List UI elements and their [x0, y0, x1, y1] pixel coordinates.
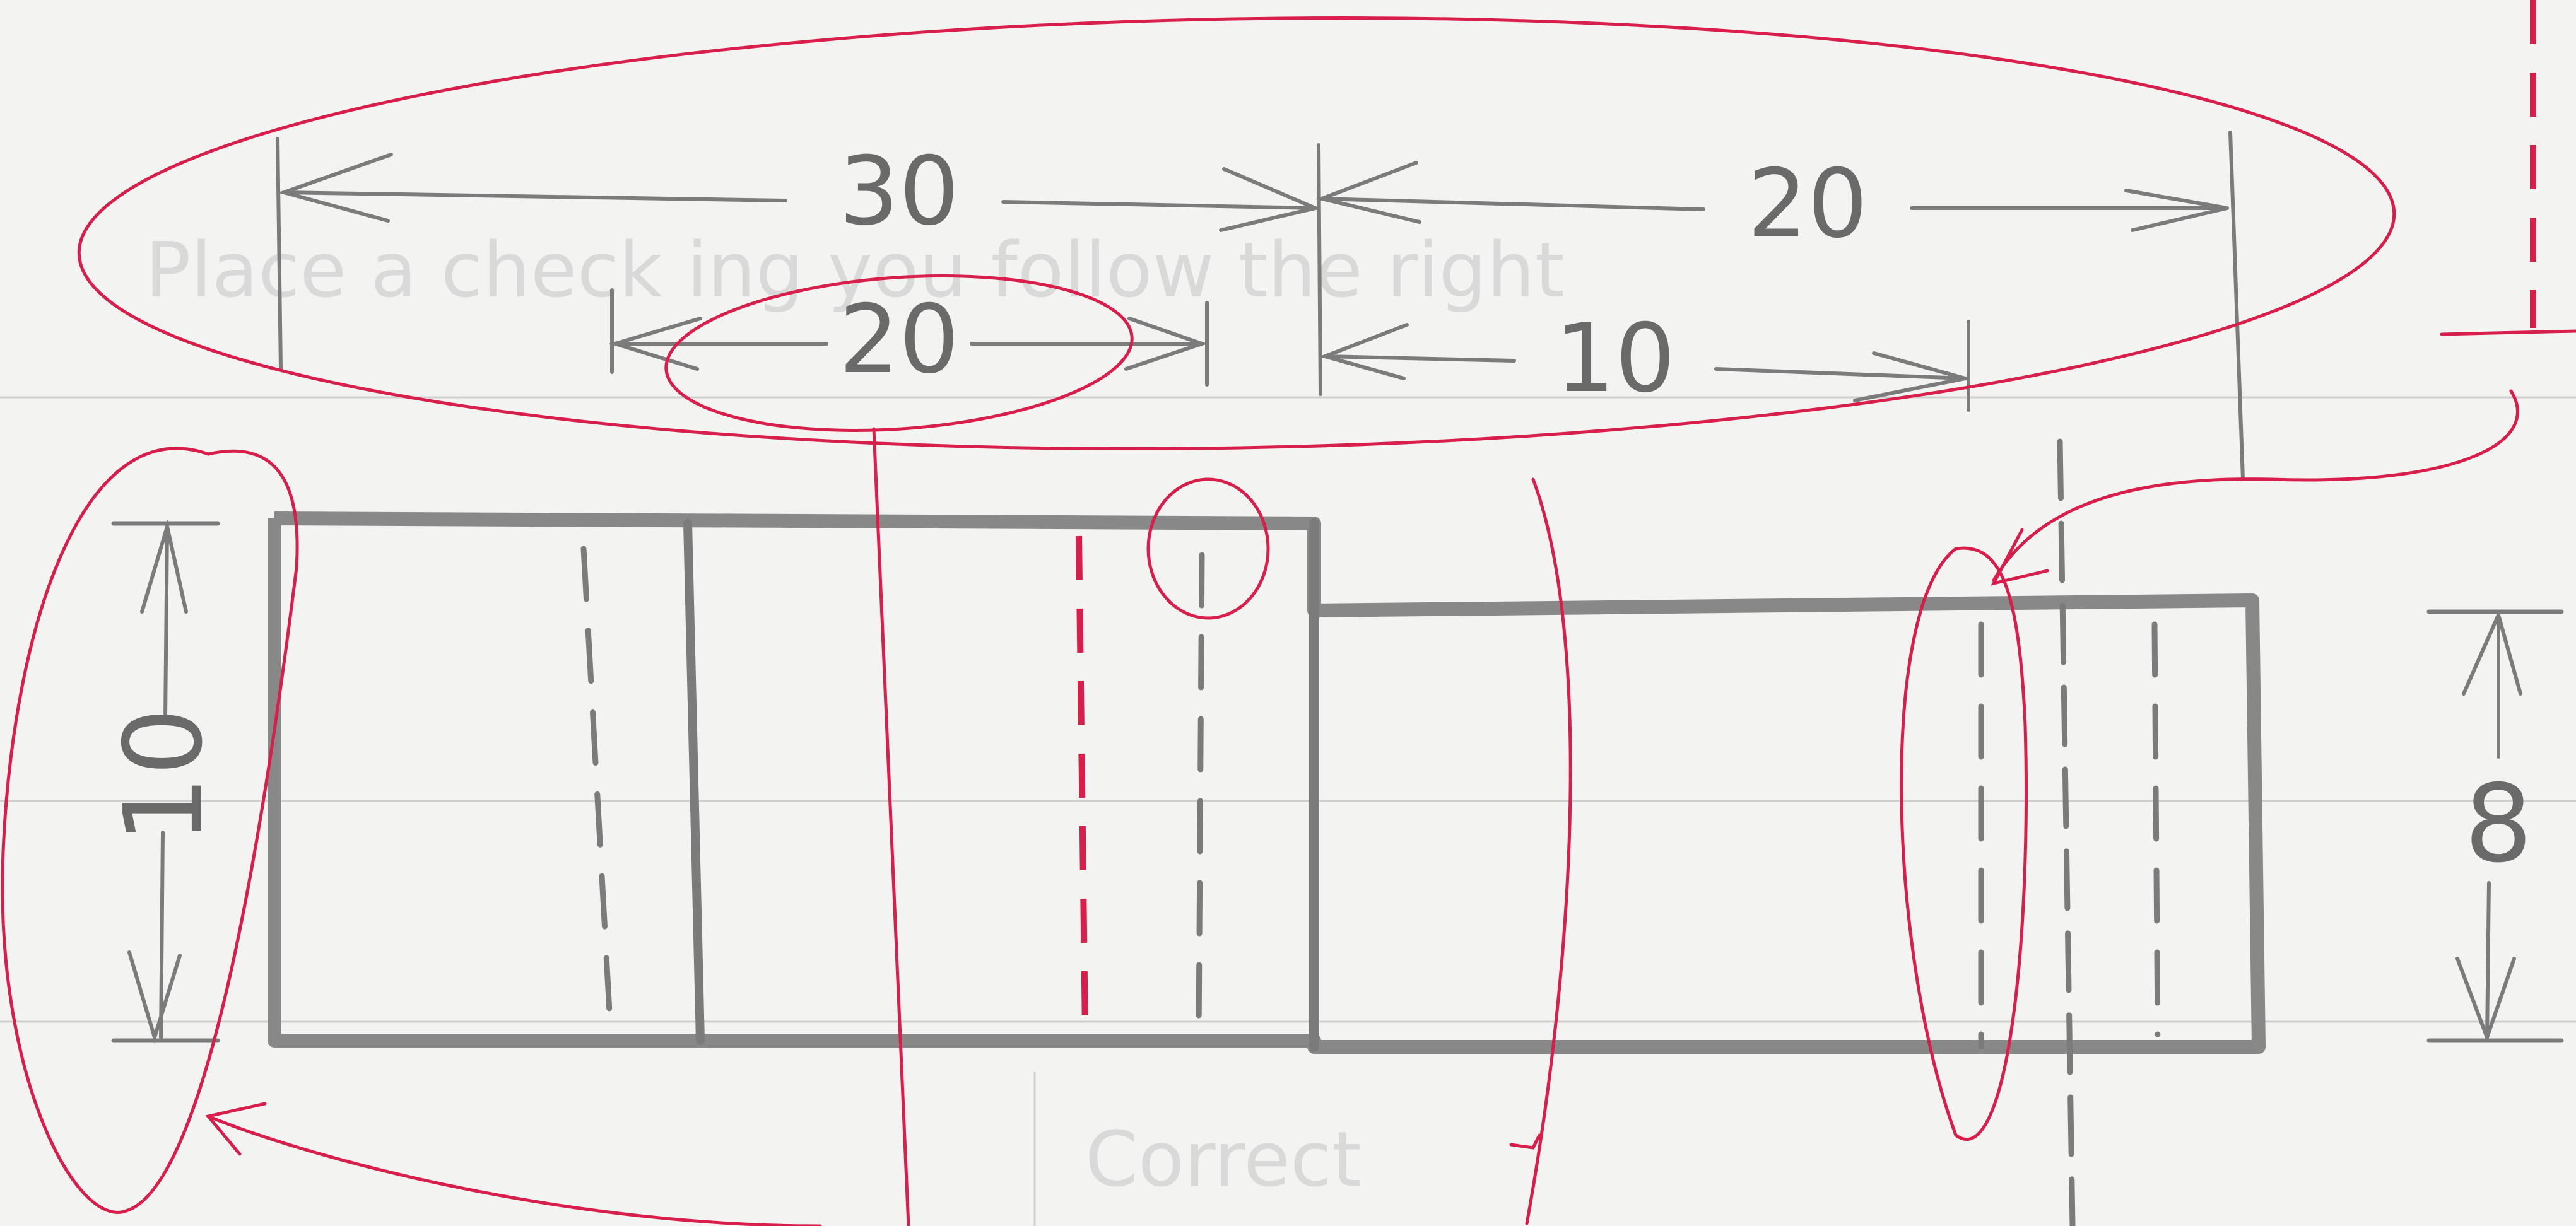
dimension-lines — [127, 153, 2522, 1044]
correction-arrowhead-right — [1991, 528, 2049, 586]
correction-line-middle — [1525, 477, 1572, 1225]
correction-tick-middle — [1509, 1133, 1541, 1150]
correction-mark-top-right — [2440, 329, 2576, 336]
correction-loop-hidden-line — [1900, 546, 2028, 1141]
paper-show-through: Place a check ing you follow the right C… — [0, 227, 2576, 1226]
correction-ellipse-inner-20 — [664, 274, 1134, 432]
correction-ellipse-dimensions — [77, 16, 2396, 450]
hidden-lines — [580, 438, 2161, 1226]
correction-arrow-bottom-left — [206, 1114, 822, 1226]
dim-label-inner-left: 20 — [839, 285, 960, 395]
correction-loop-left-dim — [1, 447, 299, 1214]
correction-line-from-20 — [872, 427, 910, 1226]
show-through-text-1: Place a check ing you follow the right — [145, 227, 1565, 315]
correction-dashed-line — [1076, 535, 1088, 1032]
correction-arrow-right — [1992, 389, 2519, 582]
correction-circle-corner — [1146, 477, 1270, 620]
extension-lines — [111, 131, 2564, 1043]
dim-label-overall-left: 30 — [839, 137, 960, 247]
part-outline — [268, 511, 2266, 1054]
dim-label-height-left: 10 — [102, 708, 226, 844]
correction-arrowhead-bottom-left — [205, 1102, 267, 1156]
dim-label-height-right: 8 — [2464, 762, 2532, 887]
dim-label-overall-right: 20 — [1748, 149, 1868, 259]
show-through-text-2: Correct — [1085, 1116, 1362, 1204]
dimension-labels: 30 20 20 10 10 8 — [102, 137, 2532, 887]
dim-label-inner-right: 10 — [1555, 304, 1676, 414]
